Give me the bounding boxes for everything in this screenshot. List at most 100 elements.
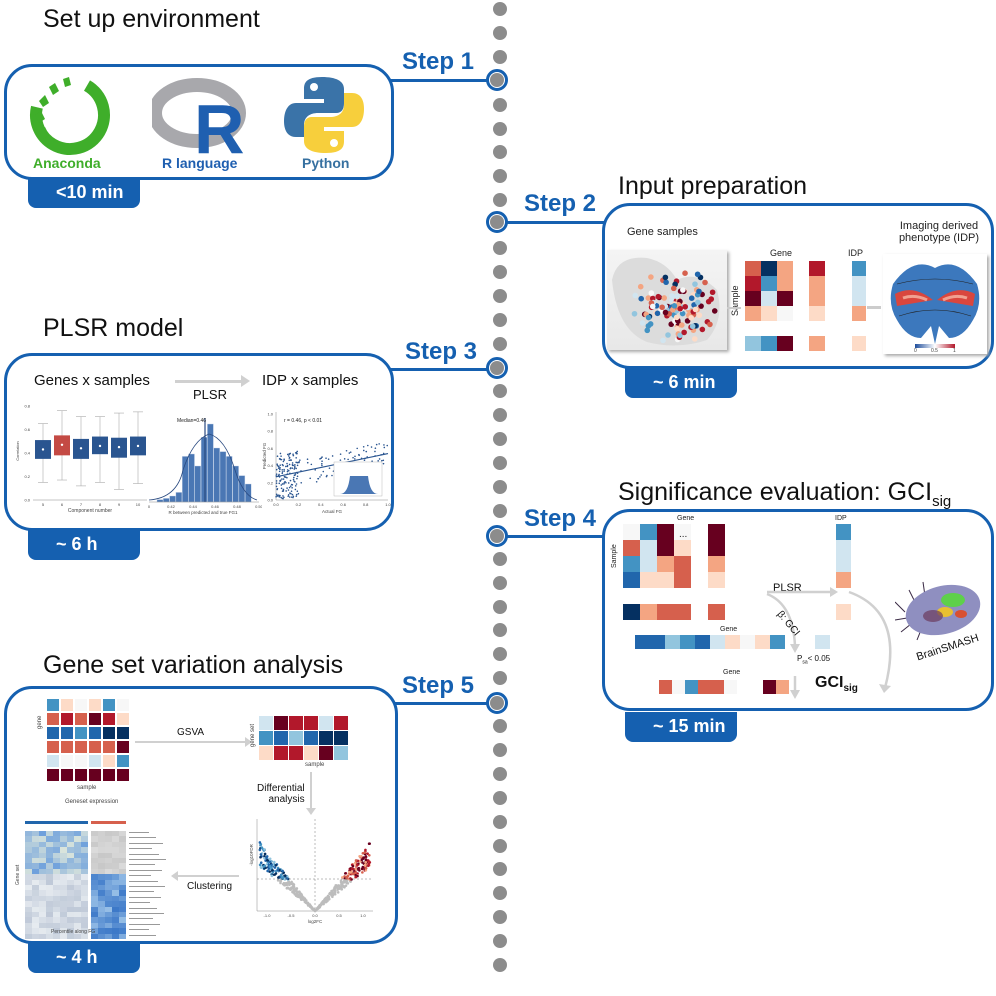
heatmap-cell [698, 680, 711, 694]
gene-sample-point [692, 336, 698, 342]
timeline-dot [493, 289, 507, 303]
volcano-point [269, 857, 272, 860]
scatter-point [297, 476, 299, 478]
scatter-point [279, 471, 281, 473]
y-tick-label: 0.8 [24, 404, 30, 409]
scatter-point [283, 458, 285, 460]
differential-analysis-label: Differential analysis [257, 783, 305, 805]
heatmap-cell [75, 755, 87, 767]
timeline-dot [493, 337, 507, 351]
volcano-point [362, 866, 365, 869]
heatmap-cell [274, 746, 288, 760]
volcano-point [368, 854, 371, 857]
heatmap-cell [75, 727, 87, 739]
heatmap-cell [761, 261, 777, 276]
scatter-point [293, 479, 295, 481]
timeline-node-step-5 [486, 692, 508, 714]
volcano-point [333, 888, 336, 891]
volcano-point [260, 853, 263, 856]
timeline-dot [493, 98, 507, 112]
volcano-point [269, 865, 272, 868]
x-tick-label: 9 [118, 502, 121, 507]
volcano-point [340, 886, 343, 889]
x-tick-label: 0.50 [255, 504, 262, 509]
y-axis-label: -log10FDR [249, 843, 254, 866]
volcano-point [363, 856, 366, 859]
heatmap-cell [777, 336, 793, 351]
heatmap-cell [47, 769, 59, 781]
timeline-dot [493, 480, 507, 494]
histogram-bar [176, 492, 182, 502]
y-tick-label: 0.6 [267, 446, 273, 451]
timeline-node-step-3 [486, 357, 508, 379]
scatter-point [363, 446, 365, 448]
heatmap-cell [852, 276, 866, 291]
volcano-point [259, 856, 262, 859]
heatmap-cell [259, 746, 273, 760]
row-label [129, 929, 149, 930]
heatmap-cell [259, 731, 273, 745]
volcano-point [344, 872, 347, 875]
brain-gene-samples-image [607, 250, 727, 350]
timeline-node-step-4 [486, 525, 508, 547]
volcano-point [336, 888, 339, 891]
scatter-point [331, 475, 333, 477]
brainsmash-image [895, 572, 985, 642]
heatmap-cell [761, 336, 777, 351]
heatmap-cell [259, 716, 273, 730]
gene-sample-point [660, 338, 666, 344]
heatmap-cell [304, 716, 318, 730]
timeline-dot [493, 815, 507, 829]
x-tick-label: 0.2 [296, 502, 302, 507]
timeline-dot [493, 791, 507, 805]
heatmap-cell [75, 713, 87, 725]
heatmap-cell [777, 276, 793, 291]
scatter-point [287, 495, 289, 497]
r-label: R language [162, 155, 237, 171]
scatter-point [358, 455, 360, 457]
x-tick-label: 6 [61, 502, 64, 507]
timeline-dot [493, 839, 507, 853]
scatter-point [288, 482, 290, 484]
scatter-point [276, 493, 278, 495]
component-boxplot-chart: 0.00.20.40.60.85678910Component numberCo… [15, 396, 149, 516]
scatter-point [378, 443, 380, 445]
volcano-point [367, 859, 370, 862]
scatter-point [276, 482, 278, 484]
scatter-point [294, 464, 296, 466]
timeline-dot [493, 193, 507, 207]
plsr-arrow-head-icon [241, 375, 250, 387]
anaconda-logo-icon [25, 73, 115, 163]
step1-label: Step 1 [402, 48, 474, 76]
sample-axis-label-2: sample [305, 762, 324, 768]
differential-line2: analysis [257, 794, 305, 805]
row-label [129, 870, 162, 871]
gene-sample-point [669, 293, 675, 299]
scatter-point [296, 478, 298, 480]
gene-sample-point [697, 312, 703, 318]
gci-sig-vector [659, 680, 809, 694]
volcano-point [282, 876, 285, 879]
gene-sample-point [682, 270, 688, 276]
volcano-point [327, 895, 330, 898]
step4-title-text: Significance evaluation: GCI [618, 478, 932, 506]
volcano-point [318, 904, 321, 907]
volcano-point [288, 887, 291, 890]
gsva-label: GSVA [177, 727, 204, 738]
x-tick-label: 1.0 [385, 502, 391, 507]
gene-sample-point [655, 294, 661, 300]
scatter-point [278, 483, 280, 485]
volcano-point [358, 869, 361, 872]
x-tick-label: 8 [99, 502, 102, 507]
step4-gene-label-3: Gene [723, 669, 740, 676]
scatter-point [321, 460, 323, 462]
scatter-point [292, 453, 294, 455]
heatmap-cell [75, 769, 87, 781]
heatmap-cell [274, 716, 288, 730]
timeline-dot [493, 910, 507, 924]
gene-sample-point [674, 326, 680, 332]
histogram-bar [157, 500, 163, 502]
heatmap-cell [852, 336, 866, 351]
volcano-point [300, 893, 303, 896]
heatmap-cell [32, 934, 39, 939]
